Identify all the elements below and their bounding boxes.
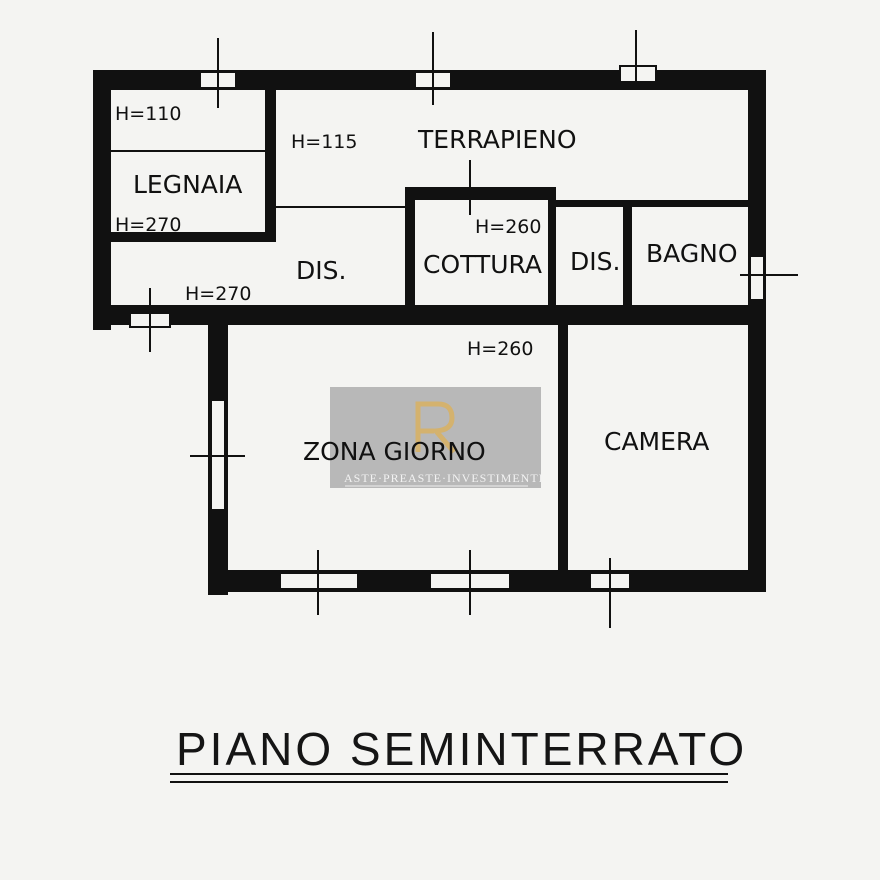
- height-cottura: H=260: [475, 216, 541, 238]
- room-cottura: COTTURA: [423, 250, 542, 279]
- height-h115: H=115: [291, 131, 357, 153]
- room-labels: LEGNAIA TERRAPIENO DIS. COTTURA DIS. BAG…: [115, 103, 738, 466]
- room-terrapieno: TERRAPIENO: [417, 125, 577, 154]
- room-dis-left: DIS.: [296, 256, 346, 285]
- wall-bagno-top: [556, 200, 748, 207]
- room-dis-right: DIS.: [570, 247, 620, 276]
- height-h110: H=110: [115, 103, 181, 125]
- watermark: ASTE·PREASTE·INVESTIMENTI: [330, 387, 544, 488]
- height-dis: H=270: [185, 283, 251, 305]
- wall-right: [748, 70, 766, 592]
- wall-legnaia-bottom: [111, 232, 276, 242]
- watermark-tagline: ASTE·PREASTE·INVESTIMENTI: [344, 471, 544, 485]
- windows: [129, 30, 798, 628]
- plan-title: PIANO SEMINTERRATO: [176, 723, 747, 775]
- watermark-logo-icon: [415, 401, 456, 454]
- wall-left-upper: [93, 70, 111, 330]
- wall-legnaia-right: [265, 90, 276, 242]
- height-zona: H=260: [467, 338, 533, 360]
- wall-cottura-left: [405, 187, 415, 305]
- room-bagno: BAGNO: [646, 239, 738, 268]
- room-legnaia: LEGNAIA: [133, 170, 242, 199]
- wall-cottura-right: [548, 187, 556, 305]
- room-zona-giorno: ZONA GIORNO: [303, 437, 486, 466]
- thin-lines: [111, 150, 471, 215]
- wall-cottura-top: [405, 187, 556, 200]
- height-legnaia: H=270: [115, 214, 181, 236]
- wall-bagno-left: [623, 200, 632, 305]
- wall-middle: [93, 305, 766, 325]
- room-camera: CAMERA: [604, 427, 709, 456]
- wall-camera-partition: [558, 325, 568, 570]
